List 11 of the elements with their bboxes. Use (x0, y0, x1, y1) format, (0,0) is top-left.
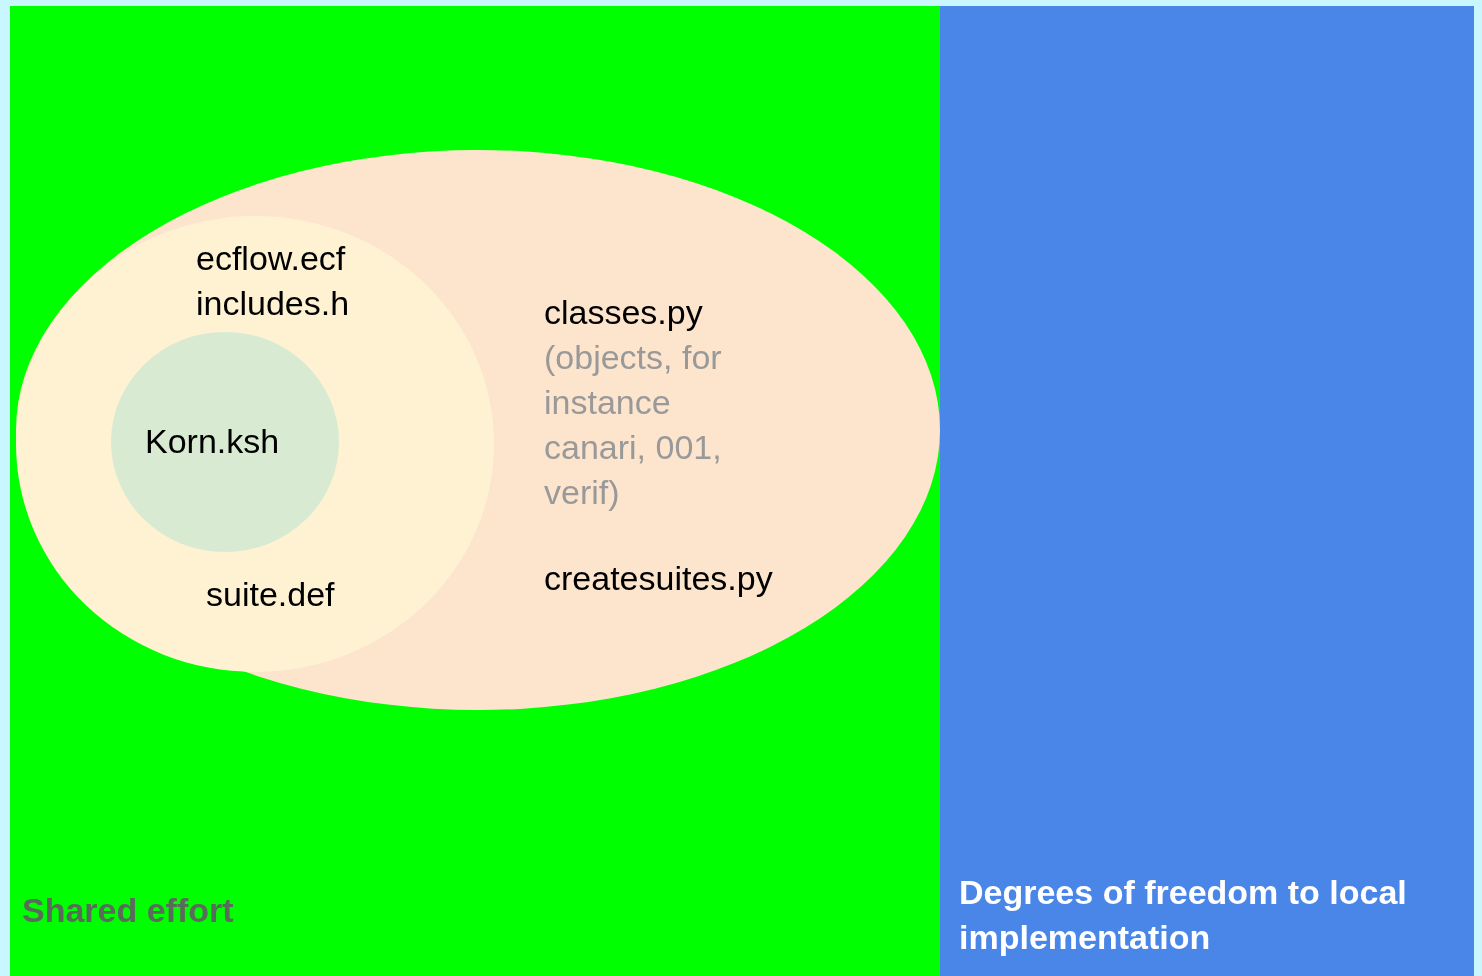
local-implementation-panel (940, 6, 1474, 976)
panel-title: Shared effort (22, 890, 234, 931)
file-name: includes.h (196, 283, 350, 324)
file-name: ecflow.ecf (196, 238, 346, 279)
file-name: suite.def (206, 574, 335, 615)
file-name: classes.py (544, 292, 703, 333)
file-name: Korn.ksh (145, 421, 280, 462)
shared-effort-panel (10, 6, 940, 976)
file-name: createsuites.py (544, 558, 773, 599)
panel-title: Degrees of freedom to local implementation (959, 872, 1408, 958)
description-text: (objects, for instance canari, 001, verif) (544, 337, 723, 513)
